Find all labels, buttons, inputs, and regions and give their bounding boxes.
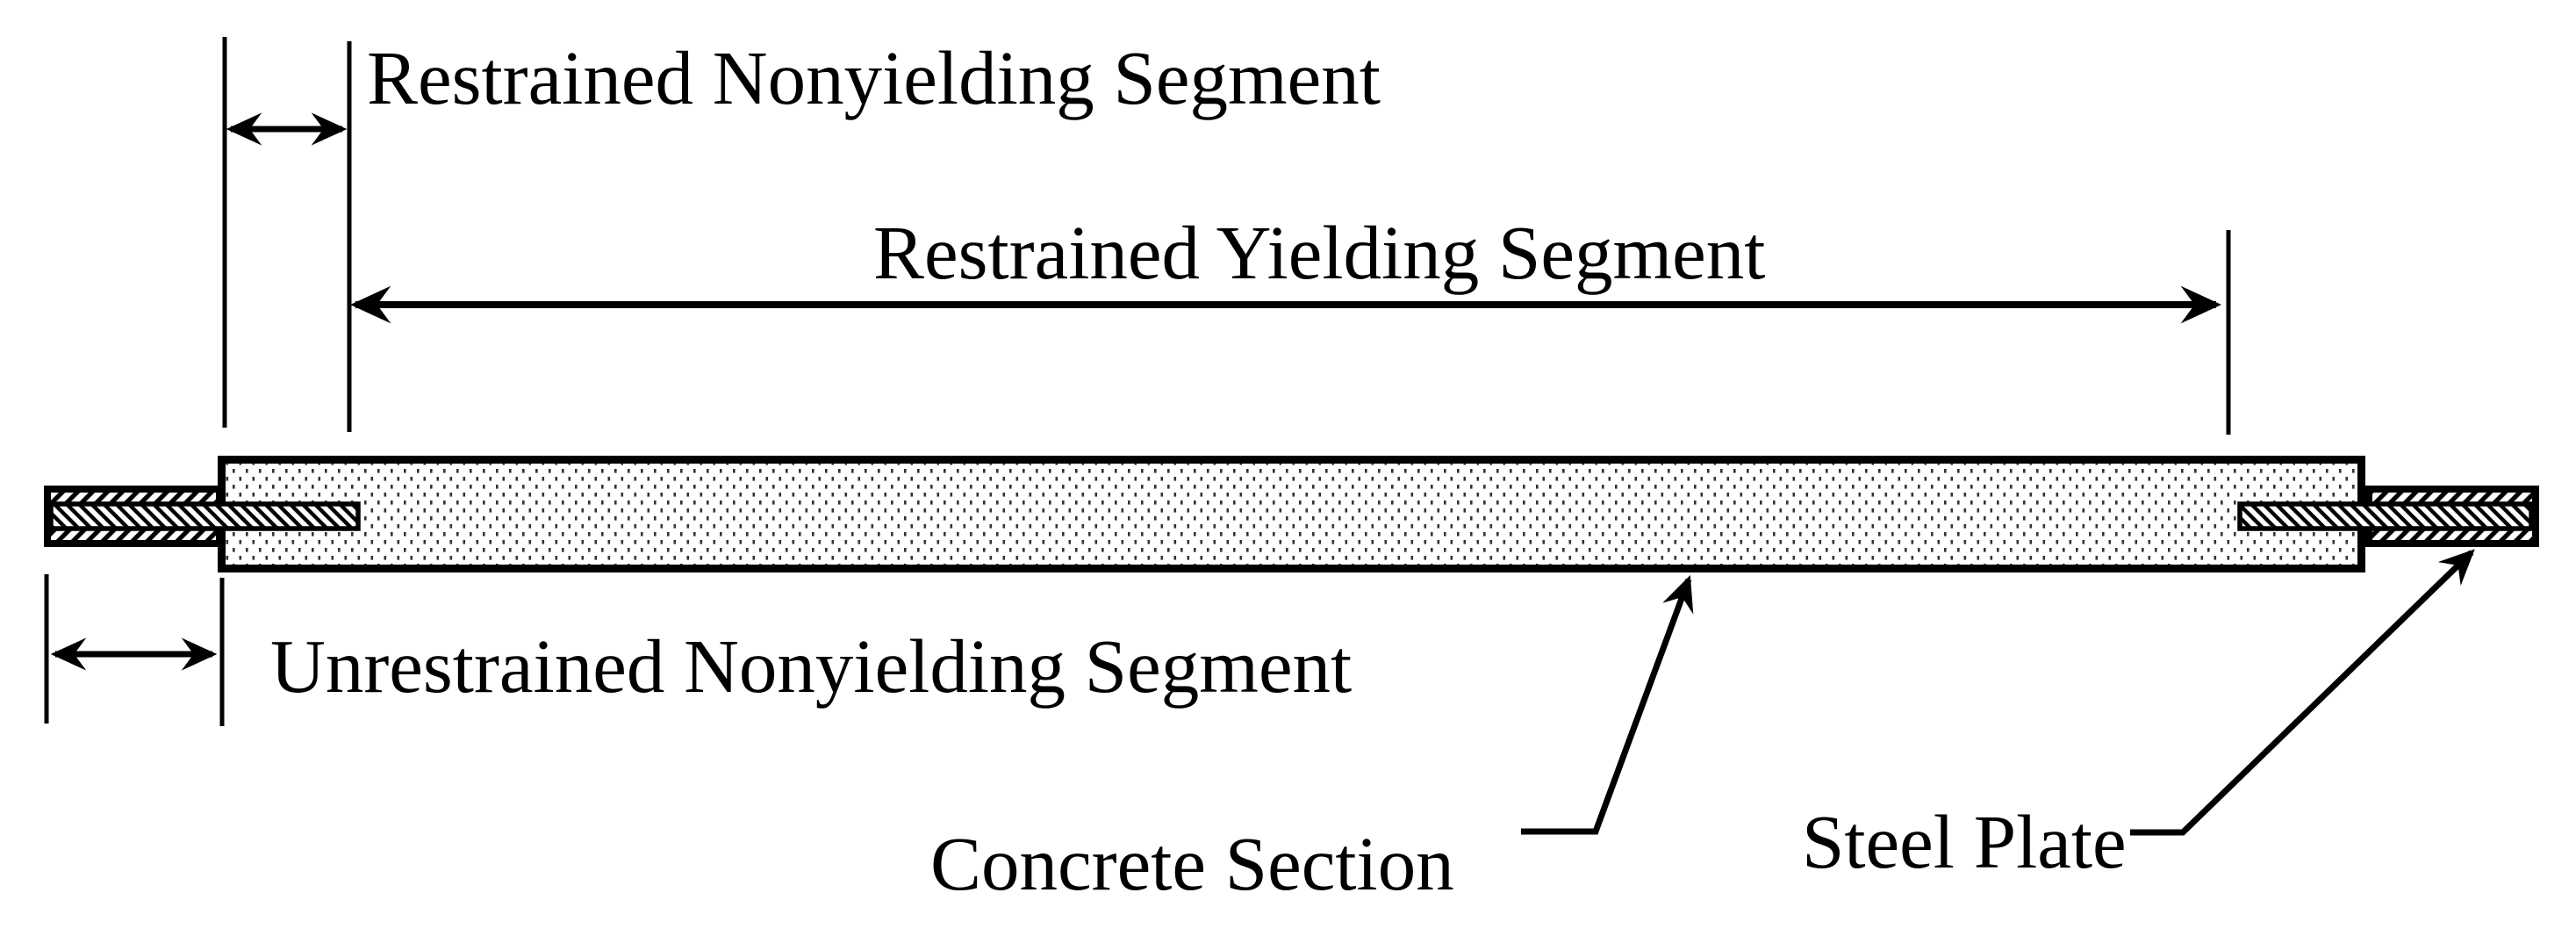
label-restrained-yielding-segment: Restrained Yielding Segment (873, 210, 1765, 295)
leader-arrow-concrete-section (1521, 575, 1694, 835)
label-restrained-nonyielding-segment: Restrained Nonyielding Segment (367, 35, 1381, 120)
steel-core-plate-right (2237, 501, 2534, 531)
label-unrestrained-nonyielding-segment: Unrestrained Nonyielding Segment (270, 623, 1352, 709)
leader-arrow-steel-plate (2130, 549, 2475, 836)
label-steel-plate: Steel Plate (1802, 799, 2127, 884)
label-concrete-section: Concrete Section (930, 821, 1454, 906)
steel-core-plate-left (48, 501, 361, 531)
concrete-section-bar (218, 456, 2365, 572)
